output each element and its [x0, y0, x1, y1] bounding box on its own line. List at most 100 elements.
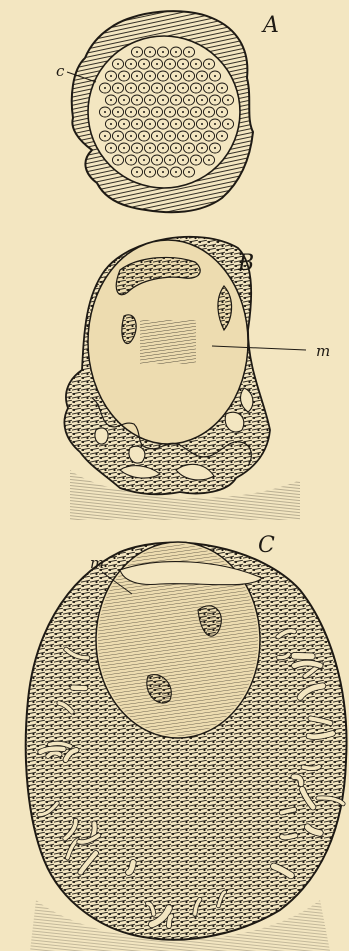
cell-nucleus — [136, 147, 138, 149]
cell-nucleus — [130, 135, 132, 137]
cell-nucleus — [110, 123, 112, 125]
cell-nucleus — [188, 123, 190, 125]
cell-nucleus — [227, 123, 229, 125]
callout-m-c-label: m — [90, 554, 104, 572]
cell-nucleus — [182, 159, 184, 161]
cell-nucleus — [104, 111, 106, 113]
cell-nucleus — [104, 135, 106, 137]
cell-nucleus — [110, 99, 112, 101]
cell-nucleus — [169, 135, 171, 137]
cell-nucleus — [123, 147, 125, 149]
figure-c-drawing — [26, 542, 347, 951]
vessel-lumen — [169, 916, 171, 926]
cell-nucleus — [227, 99, 229, 101]
cell-nucleus — [169, 63, 171, 65]
cell-nucleus — [188, 75, 190, 77]
cell-nucleus — [195, 87, 197, 89]
cell-nucleus — [117, 63, 119, 65]
vessel-lumen — [282, 835, 296, 837]
cell-nucleus — [195, 111, 197, 113]
cell-nucleus — [175, 123, 177, 125]
cell-nucleus — [208, 111, 210, 113]
cell-nucleus — [156, 159, 158, 161]
cell-nucleus — [130, 159, 132, 161]
cell-nucleus — [201, 75, 203, 77]
cell-nucleus — [149, 51, 151, 53]
cell-nucleus — [130, 87, 132, 89]
cell-nucleus — [208, 135, 210, 137]
cell-nucleus — [162, 75, 164, 77]
cell-nucleus — [188, 147, 190, 149]
cell-nucleus — [149, 75, 151, 77]
cell-nucleus — [136, 75, 138, 77]
cell-nucleus — [123, 123, 125, 125]
figure-label-a: A — [261, 13, 279, 38]
cell-nucleus — [208, 159, 210, 161]
cell-nucleus — [208, 87, 210, 89]
cell-nucleus — [117, 111, 119, 113]
cell-nucleus — [182, 63, 184, 65]
cell-nucleus — [143, 63, 145, 65]
cell-nucleus — [188, 99, 190, 101]
vessel-lumen — [294, 663, 320, 666]
cell-nucleus — [201, 147, 203, 149]
cell-nucleus — [162, 51, 164, 53]
cell-nucleus — [195, 159, 197, 161]
cell-nucleus — [162, 171, 164, 173]
cell-nucleus — [117, 135, 119, 137]
cell-nucleus — [149, 123, 151, 125]
cell-nucleus — [162, 147, 164, 149]
cell-nucleus — [136, 171, 138, 173]
cell-nucleus — [117, 87, 119, 89]
cell-nucleus — [175, 147, 177, 149]
cell-nucleus — [130, 111, 132, 113]
cell-nucleus — [143, 87, 145, 89]
cell-nucleus — [130, 63, 132, 65]
cell-nucleus — [221, 87, 223, 89]
cell-nucleus — [201, 123, 203, 125]
cell-nucleus — [221, 111, 223, 113]
cell-nucleus — [156, 111, 158, 113]
cell-nucleus — [175, 51, 177, 53]
cell-nucleus — [195, 63, 197, 65]
cell-nucleus — [169, 87, 171, 89]
cell-nucleus — [169, 111, 171, 113]
cell-nucleus — [156, 63, 158, 65]
figure-a-drawing — [72, 11, 253, 212]
callout-m-b-label: m — [316, 342, 330, 360]
cell-nucleus — [136, 51, 138, 53]
cell-nucleus — [182, 111, 184, 113]
cell-nucleus — [195, 135, 197, 137]
cell-nucleus — [117, 159, 119, 161]
cell-nucleus — [136, 123, 138, 125]
vessel-lumen — [303, 767, 319, 769]
cell-nucleus — [149, 171, 151, 173]
cell-nucleus — [175, 75, 177, 77]
cell-nucleus — [156, 87, 158, 89]
cell-nucleus — [149, 99, 151, 101]
cell-nucleus — [169, 159, 171, 161]
cell-nucleus — [149, 147, 151, 149]
vessel-lumen — [294, 656, 311, 657]
cell-nucleus — [188, 171, 190, 173]
cell-nucleus — [188, 51, 190, 53]
cell-nucleus — [143, 111, 145, 113]
cell-nucleus — [182, 135, 184, 137]
callout-c-label: c — [56, 62, 65, 80]
cell-nucleus — [221, 135, 223, 137]
cell-nucleus — [123, 75, 125, 77]
cell-nucleus — [214, 99, 216, 101]
figure-b-drawing — [64, 237, 300, 520]
cell-nucleus — [162, 99, 164, 101]
cell-nucleus — [175, 171, 177, 173]
cell-nucleus — [104, 87, 106, 89]
cell-nucleus — [136, 99, 138, 101]
cell-nucleus — [214, 75, 216, 77]
cell-nucleus — [208, 63, 210, 65]
figure-label-b: B — [237, 251, 254, 276]
cell-nucleus — [143, 135, 145, 137]
cell-nucleus — [214, 123, 216, 125]
cell-nucleus — [214, 147, 216, 149]
